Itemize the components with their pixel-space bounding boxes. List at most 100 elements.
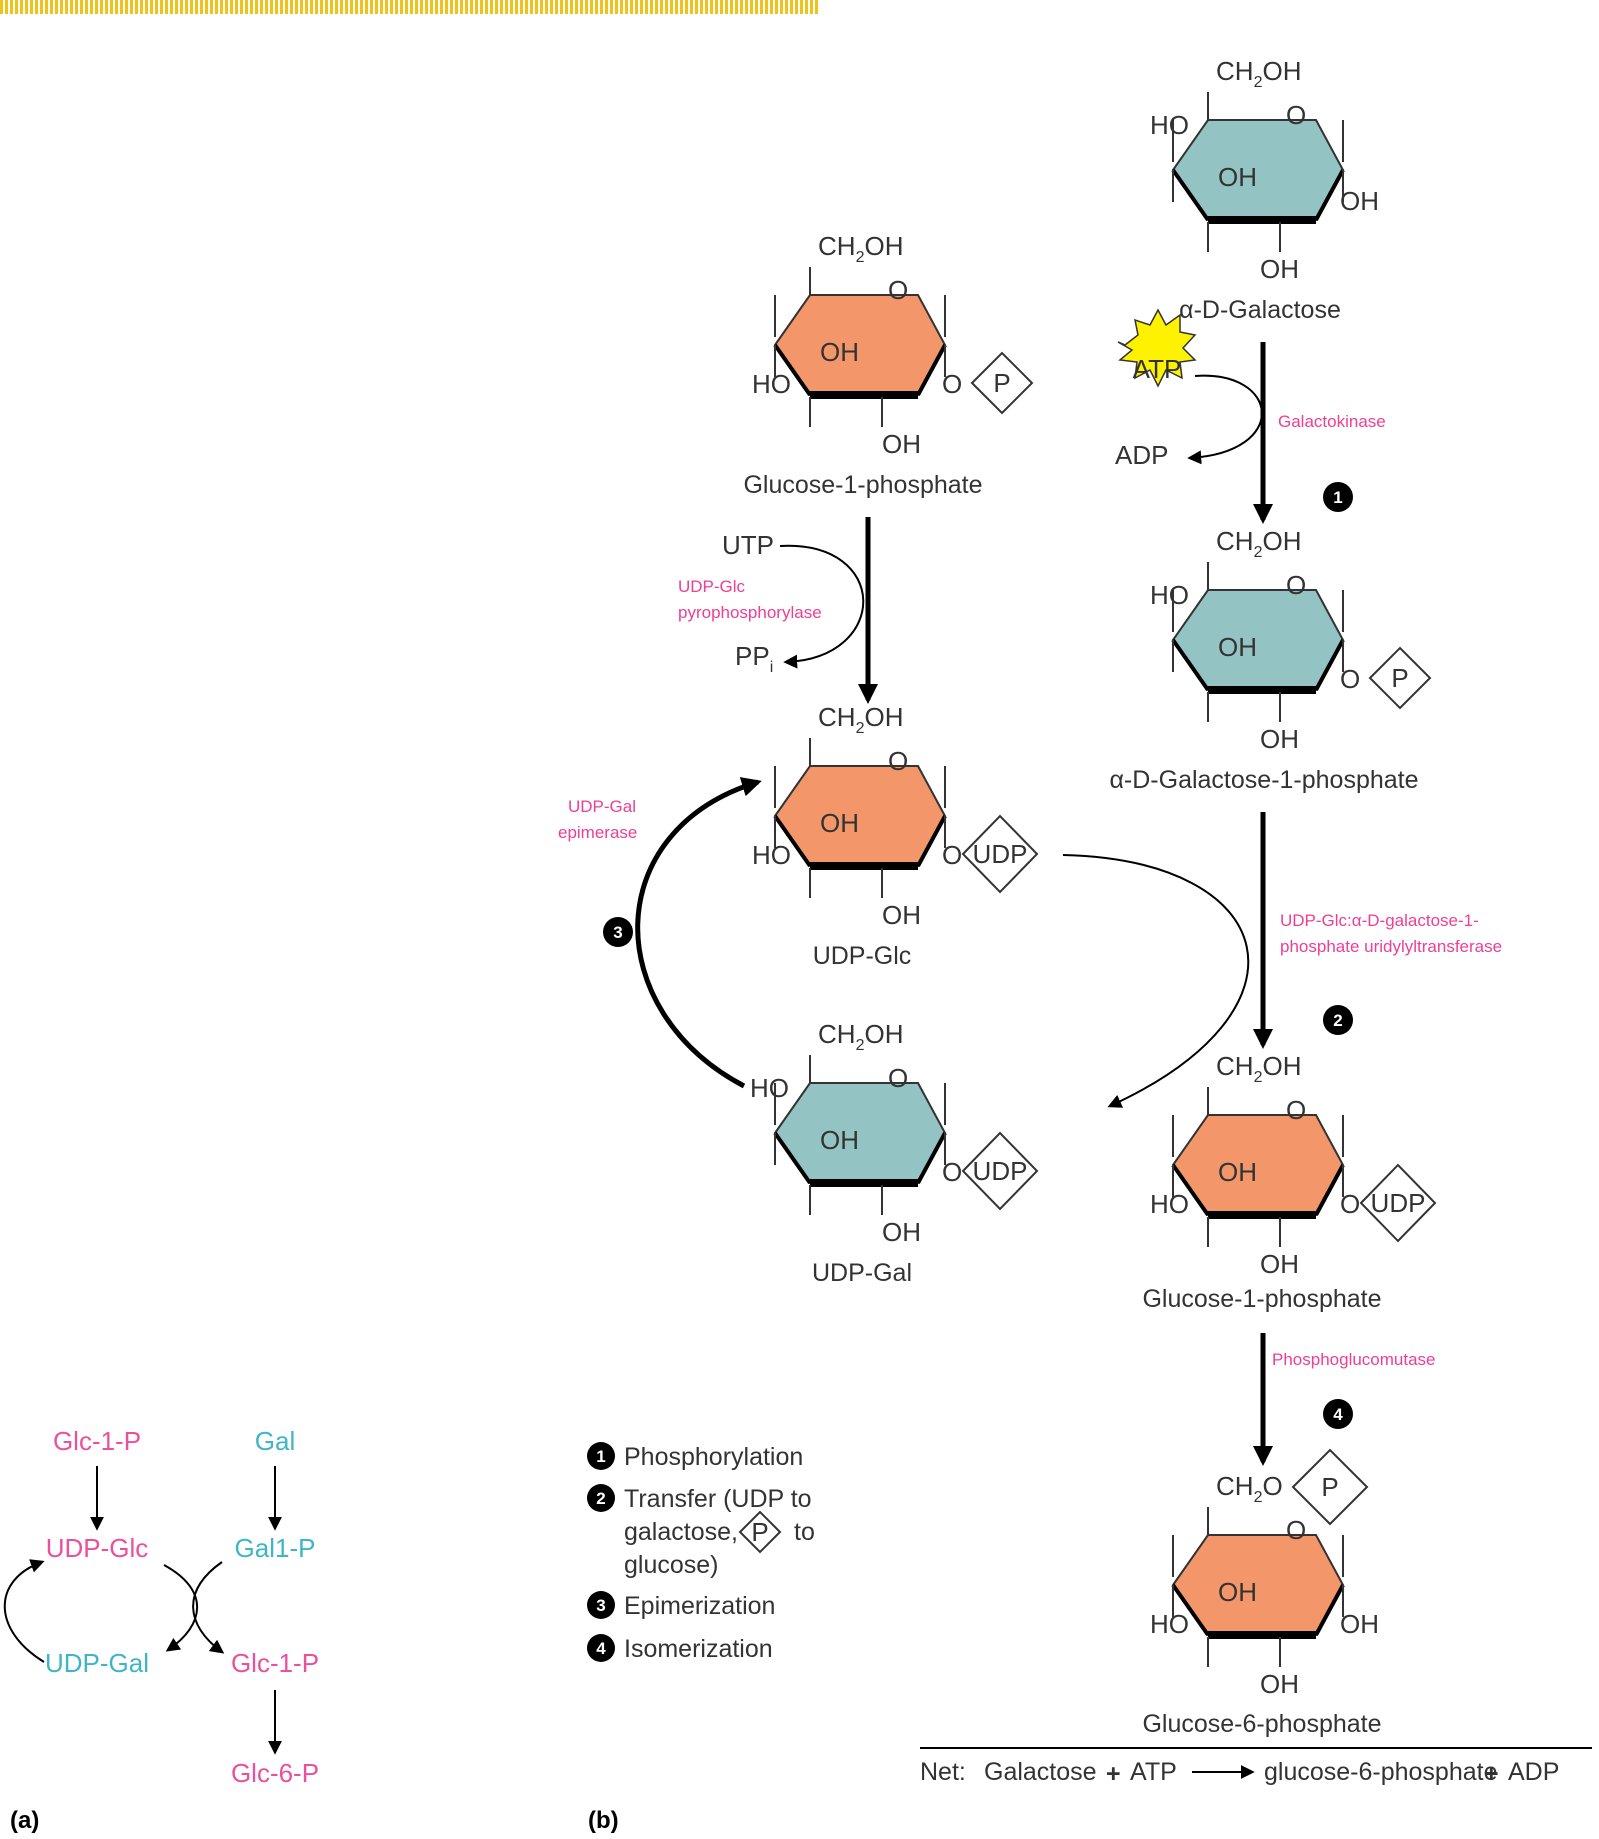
svg-text:Net:: Net: bbox=[920, 1758, 966, 1786]
overview-panel: Glc-1-P Gal UDP-Glc Gal1-P UDP-Gal Glc-1… bbox=[3, 1426, 319, 1788]
svg-text:O: O bbox=[1286, 1095, 1306, 1125]
svg-text:HO: HO bbox=[1150, 1189, 1189, 1219]
svg-text:CH2OH: CH2OH bbox=[818, 702, 903, 737]
svg-text:HO: HO bbox=[752, 369, 791, 399]
utp-ppi-curve bbox=[779, 544, 865, 669]
glucose-6-phosphate-label: Glucose-6-phosphate bbox=[1142, 1710, 1381, 1738]
galactokinase-label: Galactokinase bbox=[1278, 412, 1386, 431]
svg-text:UDP: UDP bbox=[973, 839, 1028, 869]
overview-glc6p: Glc-6-P bbox=[231, 1758, 319, 1788]
udp-glc-label: UDP-Glc bbox=[813, 942, 912, 970]
legend-step3: Epimerization bbox=[624, 1592, 775, 1620]
atp-adp-curve bbox=[1187, 374, 1263, 465]
udp-transfer-curve bbox=[1062, 854, 1250, 1108]
galactose-1-phosphate-structure: CH2OH O HO OH O P OH bbox=[1150, 526, 1432, 754]
svg-text:ATP: ATP bbox=[1130, 1758, 1177, 1786]
ho-label: HO bbox=[1150, 110, 1189, 140]
phosphate-diamond bbox=[1291, 1448, 1369, 1526]
svg-text:CH2OH: CH2OH bbox=[1216, 526, 1301, 561]
svg-text:P: P bbox=[1321, 1472, 1338, 1502]
oh-label: OH bbox=[1340, 186, 1379, 216]
svg-text:OH: OH bbox=[1340, 1609, 1379, 1639]
panel-a-label: (a) bbox=[10, 1807, 39, 1834]
svg-text:HO: HO bbox=[750, 1073, 789, 1103]
svg-text:O: O bbox=[942, 840, 962, 870]
svg-text:OH: OH bbox=[1218, 1157, 1257, 1187]
pyrophosphorylase-label-line1: UDP-Glc bbox=[678, 577, 746, 596]
utp-label: UTP bbox=[722, 530, 774, 560]
svg-text:CH2OH: CH2OH bbox=[818, 1019, 903, 1054]
phosphate-label: P bbox=[1391, 663, 1408, 693]
svg-text:O: O bbox=[888, 275, 908, 305]
udp-glc-structure: CH2OH O OH HO O UDP OH bbox=[752, 702, 1039, 930]
ppi-label: PPi bbox=[735, 641, 773, 676]
svg-text:4: 4 bbox=[596, 1639, 606, 1658]
svg-text:2: 2 bbox=[1333, 1011, 1342, 1030]
pyrophosphorylase-label-line2: pyrophosphorylase bbox=[678, 603, 822, 622]
phosphoglucomutase-label: Phosphoglucomutase bbox=[1272, 1350, 1436, 1369]
svg-text:P: P bbox=[993, 368, 1010, 398]
svg-text:UDP: UDP bbox=[973, 1156, 1028, 1186]
svg-text:O: O bbox=[1286, 1515, 1306, 1545]
overview-gal1p: Gal1-P bbox=[235, 1533, 316, 1563]
svg-text:HO: HO bbox=[752, 840, 791, 870]
decorative-top-band bbox=[0, 0, 820, 14]
overview-udp-gal: UDP-Gal bbox=[45, 1648, 149, 1678]
glucose-1-phosphate-bottom-label: Glucose-1-phosphate bbox=[1142, 1285, 1381, 1313]
overview-gal: Gal bbox=[255, 1426, 295, 1456]
svg-text:CH2O: CH2O bbox=[1216, 1471, 1283, 1506]
legend-step2-line2: galactose, bbox=[624, 1518, 738, 1546]
step-badge-2: 2 bbox=[1323, 1005, 1353, 1035]
svg-text:OH: OH bbox=[1260, 724, 1299, 754]
svg-text:HO: HO bbox=[1150, 580, 1189, 610]
galactose-1-phosphate-label: α-D-Galactose-1-phosphate bbox=[1109, 766, 1418, 794]
svg-text:OH: OH bbox=[1260, 1249, 1299, 1279]
step-legend: 1 Phosphorylation 2 Transfer (UDP to gal… bbox=[587, 1442, 815, 1663]
udp-diamond bbox=[1359, 1163, 1437, 1243]
atp-label: ATP bbox=[1133, 354, 1182, 384]
udp-gal-structure: CH2OH O HO OH O UDP OH bbox=[750, 1019, 1039, 1247]
svg-text:glucose-6-phosphate: glucose-6-phosphate bbox=[1264, 1758, 1498, 1786]
svg-text:O: O bbox=[942, 369, 962, 399]
svg-text:1: 1 bbox=[1333, 488, 1342, 507]
oh-label: OH bbox=[1218, 162, 1257, 192]
step-badge-4: 4 bbox=[1323, 1399, 1353, 1429]
svg-text:P: P bbox=[751, 1517, 768, 1547]
svg-text:O: O bbox=[1286, 570, 1306, 600]
svg-text:3: 3 bbox=[596, 1596, 605, 1615]
galactose-label: α-D-Galactose bbox=[1179, 296, 1341, 324]
svg-text:+: + bbox=[1106, 1760, 1121, 1788]
epimerase-curve bbox=[635, 777, 762, 1089]
svg-text:OH: OH bbox=[882, 429, 921, 459]
legend-step2-line3: glucose) bbox=[624, 1551, 719, 1579]
svg-text:OH: OH bbox=[1218, 1577, 1257, 1607]
legend-step2-line1: Transfer (UDP to bbox=[624, 1485, 812, 1513]
glucose-1-phosphate-top-label: Glucose-1-phosphate bbox=[743, 471, 982, 499]
svg-text:OH: OH bbox=[820, 808, 859, 838]
alpha-d-galactose-structure: CH2OH O HO OH OH OH bbox=[1150, 56, 1379, 284]
svg-text:ADP: ADP bbox=[1508, 1758, 1559, 1786]
atp-burst-icon: ATP bbox=[1117, 308, 1197, 388]
net-equation: Net: Galactose + ATP glucose-6-phosphate… bbox=[920, 1758, 1559, 1788]
udp-label: UDP bbox=[1371, 1188, 1426, 1218]
panel-b-label: (b) bbox=[588, 1807, 619, 1834]
svg-text:+: + bbox=[1484, 1760, 1499, 1788]
svg-text:O: O bbox=[888, 1063, 908, 1093]
step-badge-1: 1 bbox=[1323, 482, 1353, 512]
transferase-label-line2: phosphate uridylyltransferase bbox=[1280, 937, 1502, 956]
transferase-label-line1: UDP-Glc:α-D-galactose-1- bbox=[1280, 911, 1479, 930]
svg-text:CH2OH: CH2OH bbox=[818, 231, 903, 266]
svg-text:OH: OH bbox=[1260, 1669, 1299, 1699]
svg-text:OH: OH bbox=[820, 1125, 859, 1155]
svg-text:OH: OH bbox=[882, 900, 921, 930]
svg-text:Galactose: Galactose bbox=[984, 1758, 1097, 1786]
legend-step1: Phosphorylation bbox=[624, 1443, 803, 1471]
udp-gal-label: UDP-Gal bbox=[812, 1259, 912, 1287]
overview-glc1p-top: Glc-1-P bbox=[53, 1426, 141, 1456]
svg-text:2: 2 bbox=[596, 1489, 605, 1508]
svg-text:CH2OH: CH2OH bbox=[1216, 1051, 1301, 1086]
phosphate-diamond bbox=[1368, 646, 1432, 710]
svg-text:3: 3 bbox=[613, 923, 622, 942]
epimerase-label-line2: epimerase bbox=[558, 823, 637, 842]
overview-udp-glc: UDP-Glc bbox=[46, 1533, 149, 1563]
